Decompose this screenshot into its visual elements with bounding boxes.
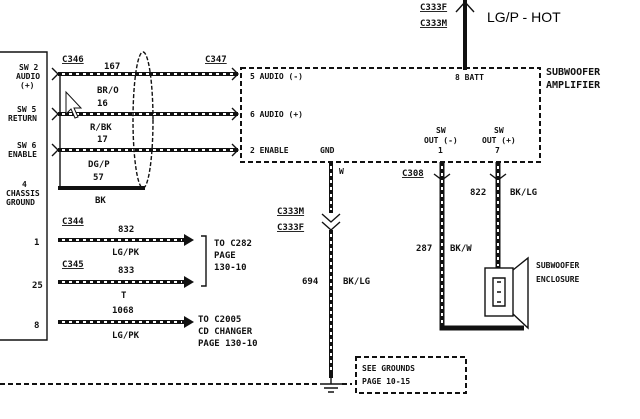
grounds-note-line1: SEE GROUNDS: [362, 364, 415, 373]
wire-number-167: 167: [104, 62, 120, 72]
speaker-magnet: [484, 267, 514, 317]
speaker-cone-icon: [512, 256, 529, 330]
bracket-to-c282: [201, 235, 207, 287]
wire-832-arrow-icon: [184, 234, 194, 246]
wire-number-57: 57: [93, 173, 104, 183]
sw-out-pos-sw: SW: [494, 126, 504, 135]
note-to-c282-line2: PAGE: [214, 251, 236, 261]
left-pin-25: 25: [32, 281, 43, 291]
amplifier-pin-enable: 2 ENABLE: [250, 146, 289, 155]
wire-color-bk-lg: BK/LG: [510, 188, 537, 198]
left-label-ground: GROUND: [6, 198, 35, 207]
wire-color-bk-w: BK/W: [450, 244, 472, 254]
wire-color-br-o: BR/O: [97, 86, 119, 96]
connector-c347: C347: [205, 55, 227, 65]
sw-out-neg-sw: SW: [436, 126, 446, 135]
amplifier-title-line1: SUBWOOFER: [546, 67, 601, 78]
connector-c333m-mid: C333M: [277, 207, 305, 217]
amplifier-pin-batt: 8 BATT: [455, 73, 484, 82]
wire-number-822: 822: [470, 188, 486, 198]
amplifier-pin-gnd: GND: [320, 146, 335, 155]
left-label-audio: AUDIO: [16, 72, 40, 81]
connector-arrow-167-left: [51, 67, 59, 81]
enclosure-label-line1: SUBWOOFER: [536, 261, 580, 270]
wire-833-arrow-icon: [184, 276, 194, 288]
mouse-cursor-icon: [65, 90, 83, 119]
left-label-plus: (+): [20, 81, 34, 90]
radio-module-edge: [0, 51, 48, 341]
connector-c308: C308: [402, 169, 424, 179]
note-to-c2005-line1: TO C2005: [198, 315, 241, 325]
wire-number-694: 694: [302, 277, 319, 287]
left-label-chassis: CHASSIS: [6, 189, 40, 198]
left-label-4: 4: [22, 180, 27, 189]
hot-feed-label: LG/P - HOT: [487, 9, 561, 25]
connector-arrow-167-right: [231, 67, 239, 81]
connector-c333m-top: C333M: [420, 19, 448, 29]
left-pin-8: 8: [34, 321, 39, 331]
wire-color-dg-p: DG/P: [88, 160, 110, 170]
sw-out-neg-label: OUT (-): [424, 136, 458, 145]
sw-out-neg-pin: 1: [438, 146, 443, 155]
sw-out-pos-pin: 7: [495, 146, 500, 155]
connector-symbol-c308: [433, 173, 507, 181]
wire-color-t: T: [121, 291, 127, 301]
left-label-enable: ENABLE: [8, 150, 37, 159]
left-label-sw6: SW 6: [17, 141, 36, 150]
sw-out-pos-label: OUT (+): [482, 136, 516, 145]
grounds-note-box: [355, 356, 467, 394]
wire-number-1068: 1068: [112, 306, 134, 316]
wire-color-lg-pk-2: LG/PK: [112, 331, 140, 341]
speaker-coil-icon: [492, 277, 506, 307]
left-label-return: RETURN: [8, 114, 37, 123]
grounds-note-line2: PAGE 10-15: [362, 377, 410, 386]
wire-color-w: W: [339, 167, 344, 176]
wire-color-bk-lg-gnd: BK/LG: [343, 277, 370, 287]
left-label-sw5: SW 5: [17, 105, 36, 114]
note-to-c282-line1: TO C282: [214, 239, 252, 249]
wire-number-832: 832: [118, 225, 134, 235]
wire-1068-arrow-icon: [184, 316, 194, 328]
wire-number-16: 16: [97, 99, 108, 109]
connector-c346: C346: [62, 55, 84, 65]
wire-color-lg-pk-1: LG/PK: [112, 248, 140, 258]
connector-c333f-mid: C333F: [277, 223, 304, 233]
wire-color-bk: BK: [95, 196, 106, 206]
amplifier-pin-audio-pos: 6 AUDIO (+): [250, 110, 303, 119]
left-pin-1: 1: [34, 238, 39, 248]
ground-symbol-icon: [320, 378, 342, 393]
connector-c333f-top: C333F: [420, 3, 447, 13]
connector-c344: C344: [62, 217, 84, 227]
amplifier-pin-audio-neg: 5 AUDIO (-): [250, 72, 303, 81]
left-label-sw2: SW 2: [19, 63, 38, 72]
note-to-c282-line3: 130-10: [214, 263, 247, 273]
note-to-c2005-line3: PAGE 130-10: [198, 339, 258, 349]
connector-c345: C345: [62, 260, 84, 270]
amplifier-title-line2: AMPLIFIER: [546, 80, 601, 91]
wire-number-17: 17: [97, 135, 108, 145]
shield-twist-symbol: [132, 51, 154, 189]
wire-color-r-bk: R/BK: [90, 123, 112, 133]
wire-number-833: 833: [118, 266, 134, 276]
connector-symbol-mid: [321, 213, 341, 231]
wire-number-287: 287: [416, 244, 432, 254]
enclosure-label-line2: ENCLOSURE: [536, 275, 580, 284]
connector-symbol-top: [455, 0, 475, 13]
note-to-c2005-line2: CD CHANGER: [198, 327, 253, 337]
subwoofer-amplifier-box: [240, 67, 541, 163]
